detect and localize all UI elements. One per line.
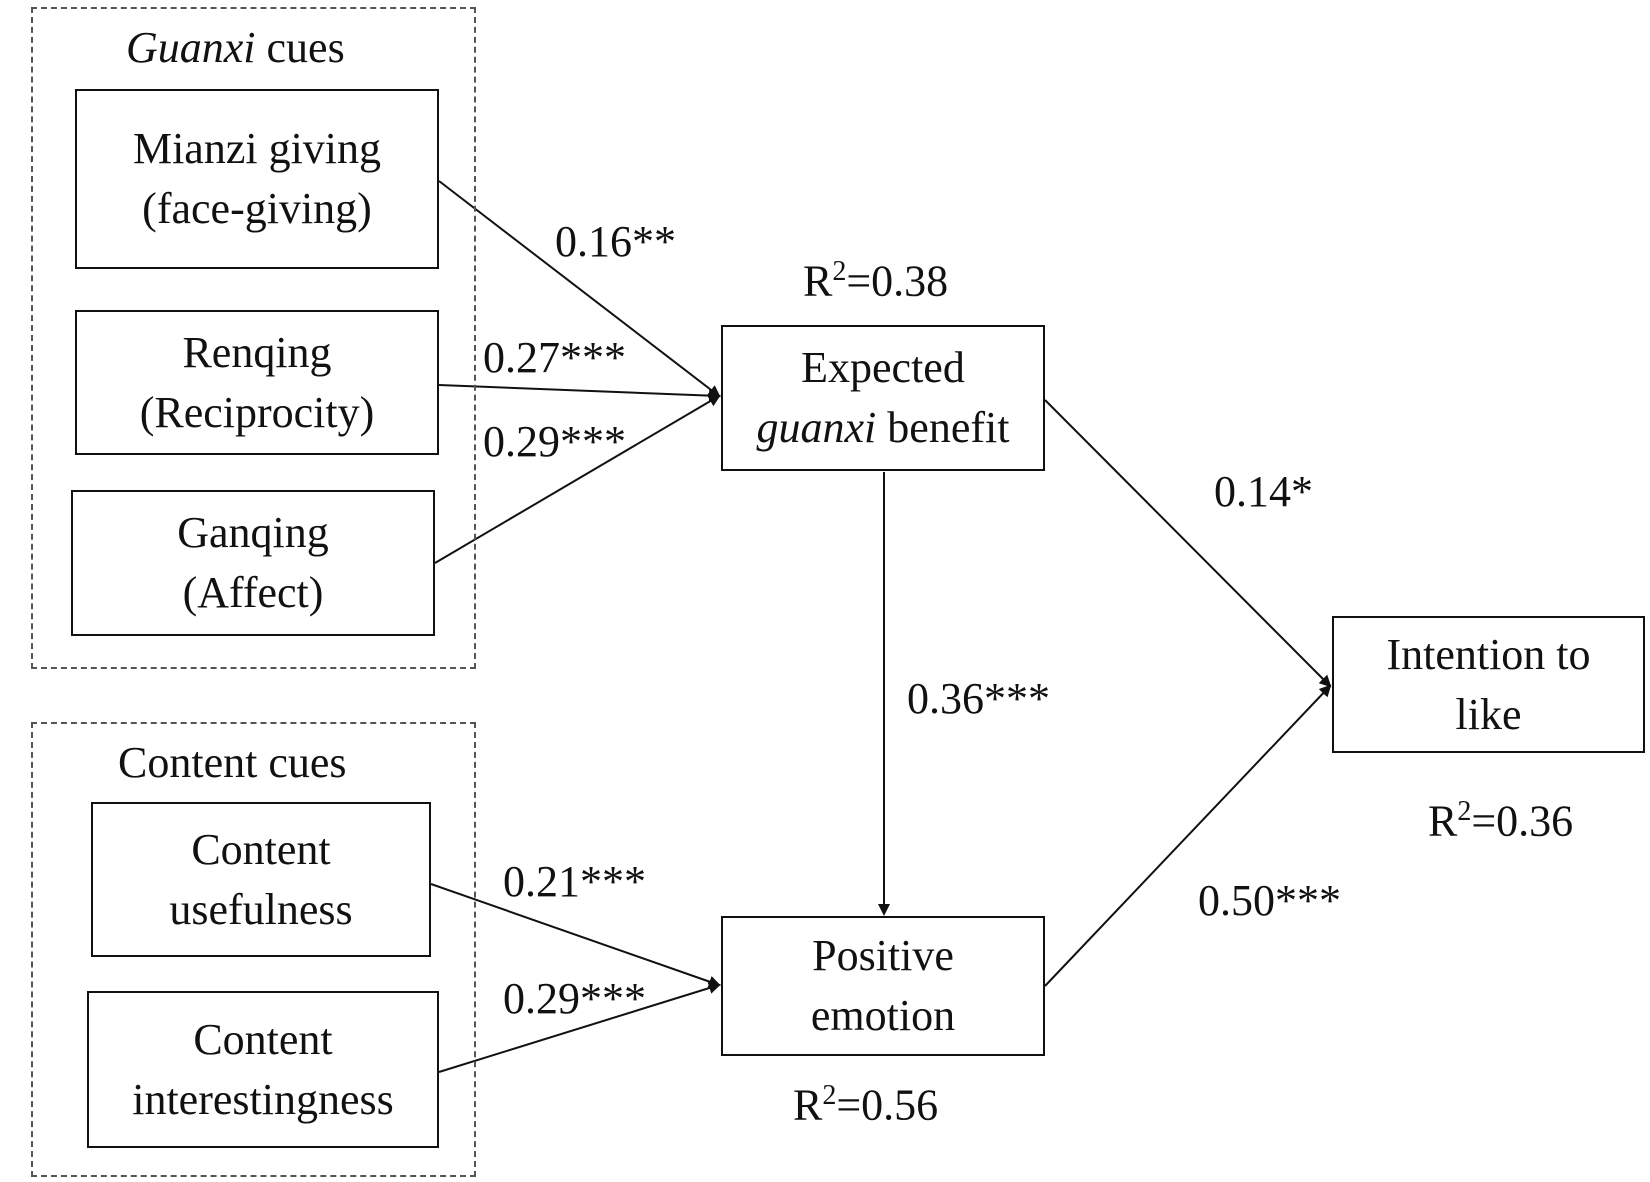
- coef-usefulness-positive: 0.21***: [503, 857, 646, 906]
- node-ganqing: Ganqing(Affect): [71, 490, 435, 636]
- coef-ganqing-expected: 0.29***: [483, 417, 626, 466]
- r2-expected: R2=0.38: [803, 256, 949, 306]
- arrow-interestingness-to-positive: [438, 982, 721, 1073]
- coef-expected-positive: 0.36***: [907, 674, 1050, 723]
- content-cues-title: Content cues: [118, 738, 347, 787]
- coef-interestingness-positive: 0.29***: [503, 974, 646, 1023]
- node-renqing: Renqing(Reciprocity): [75, 310, 439, 455]
- guanxi-cues-title: Guanxi cues: [126, 23, 345, 72]
- node-mianzi-giving: Mianzi giving(face-giving): [75, 89, 439, 269]
- coef-renqing-expected: 0.27***: [483, 333, 626, 382]
- arrow-ganqing-to-expected: [434, 394, 721, 564]
- content-cues-group: [31, 722, 476, 1177]
- arrow-usefulness-to-positive: [430, 883, 721, 988]
- coef-expected-intention: 0.14*: [1214, 467, 1313, 516]
- arrow-positive-to-intention: [1044, 684, 1332, 987]
- guanxi-cues-group: [31, 7, 476, 669]
- arrow-renqing-to-expected: [438, 384, 721, 402]
- coef-positive-intention: 0.50***: [1198, 876, 1341, 925]
- r2-intention: R2=0.36: [1428, 796, 1574, 846]
- arrow-expected-to-intention: [1044, 399, 1332, 688]
- arrow-mianzi-to-expected: [438, 180, 721, 398]
- coef-mianzi-expected: 0.16**: [555, 217, 676, 266]
- r2-positive: R2=0.56: [793, 1080, 939, 1130]
